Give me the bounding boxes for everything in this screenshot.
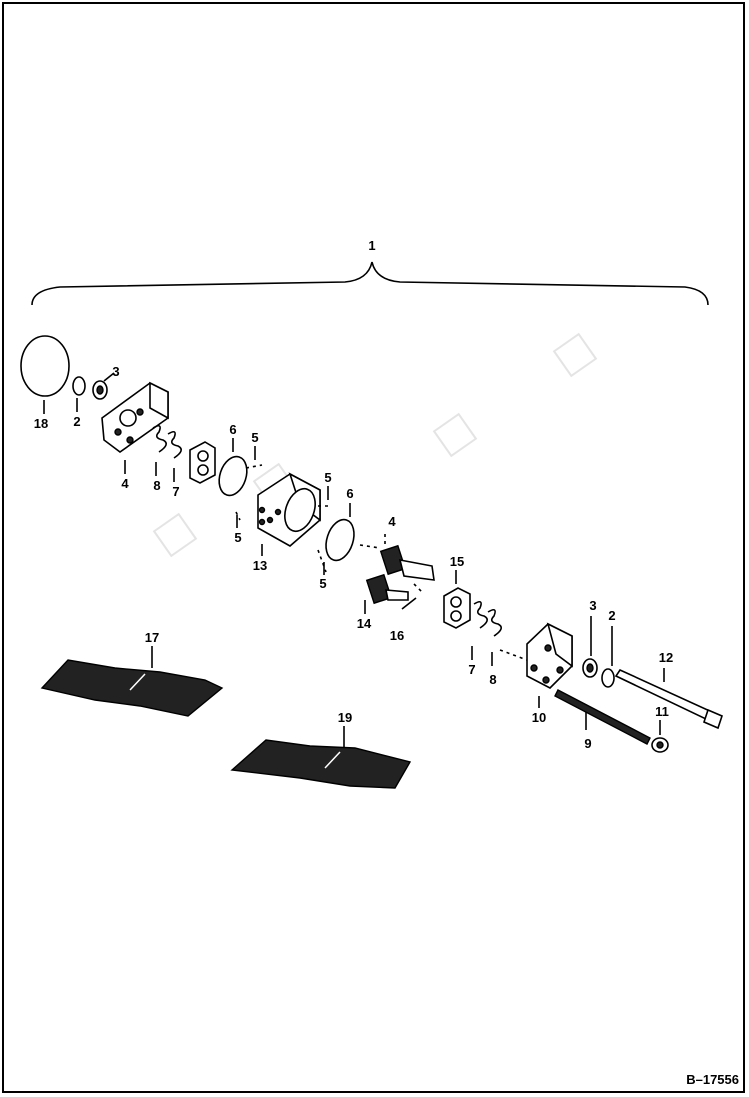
snap-ring-2-right	[601, 668, 615, 688]
label-7-left: 7	[172, 484, 179, 499]
label-12: 12	[659, 650, 673, 665]
decal-19	[230, 739, 412, 789]
threaded-rod-9	[554, 689, 651, 745]
gear-housing-13	[257, 472, 321, 547]
seal-8-right	[487, 608, 502, 637]
driven-gear-14	[365, 573, 409, 605]
bolt-12	[614, 668, 723, 730]
label-5-c: 5	[324, 470, 331, 485]
drive-gear-shaft	[359, 544, 435, 581]
label-5-b: 5	[234, 530, 241, 545]
label-3-right: 3	[589, 598, 596, 613]
label-8-left: 8	[153, 478, 160, 493]
label-5-a: 5	[251, 430, 258, 445]
label-11: 11	[655, 704, 669, 719]
watermark	[152, 332, 598, 558]
label-13: 13	[253, 558, 267, 573]
nut-11	[651, 737, 669, 753]
rear-cover-10	[499, 622, 573, 689]
label-9: 9	[584, 736, 591, 751]
o-ring-6-right	[325, 518, 355, 562]
label-8-right: 8	[489, 672, 496, 687]
label-6-right: 6	[346, 486, 353, 501]
label-18: 18	[34, 416, 48, 431]
seal-7-right	[473, 600, 488, 629]
label-6-left: 6	[229, 422, 236, 437]
front-flange-4	[101, 381, 169, 453]
seal-7-left	[167, 430, 182, 459]
o-ring-18	[20, 335, 70, 397]
decal-17	[40, 659, 224, 717]
label-1: 1	[368, 238, 375, 253]
seal-8-left	[152, 424, 167, 453]
o-ring-6-left	[218, 455, 248, 497]
label-4-gear: 4	[388, 514, 396, 529]
label-7-right: 7	[468, 662, 475, 677]
label-2-left: 2	[73, 414, 80, 429]
label-16: 16	[390, 628, 404, 643]
label-17: 17	[145, 630, 159, 645]
label-19: 19	[338, 710, 352, 725]
snap-ring-2-left	[72, 376, 86, 396]
label-3-left: 3	[112, 364, 119, 379]
label-5-d: 5	[319, 576, 326, 591]
label-14: 14	[357, 616, 372, 631]
label-4-flange: 4	[121, 476, 129, 491]
label-15: 15	[450, 554, 464, 569]
wear-plate-left	[189, 441, 216, 484]
label-2-right: 2	[608, 608, 615, 623]
assembly-brace	[31, 261, 709, 306]
figure-code: B–17556	[686, 1072, 739, 1087]
wear-plate-15	[443, 587, 471, 629]
label-10: 10	[532, 710, 546, 725]
